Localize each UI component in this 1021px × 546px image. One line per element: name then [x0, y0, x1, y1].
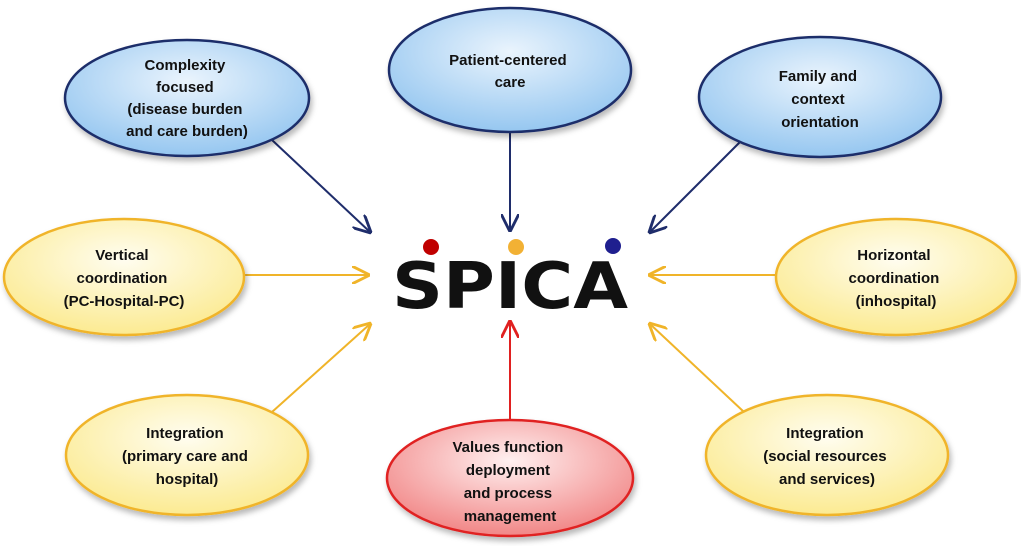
node-complexity-line: (disease burden: [127, 101, 242, 118]
arrow-complexity: [271, 139, 370, 232]
node-vertical-line: (PC-Hospital-PC): [64, 293, 185, 310]
node-family-line: orientation: [781, 114, 859, 131]
node-horizontal-line: coordination: [849, 270, 940, 287]
node-family-bubble: [697, 35, 943, 159]
node-family-line: Family and: [779, 68, 857, 85]
arrows: [244, 130, 776, 422]
node-integration-primary-line: Integration: [146, 425, 224, 442]
node-vertical-bubble: [2, 217, 246, 337]
node-integration-primary-line: hospital): [156, 471, 219, 488]
svg-text:Values function deployme: Values function deployment and process m…: [452, 439, 567, 525]
node-patient-line: Patient-centered: [449, 52, 567, 69]
node-complexity-line: Complexity: [144, 57, 226, 74]
svg-text:Integration (social reso: Integration (social resources and servic…: [763, 425, 891, 488]
node-integration-primary-bubble: [64, 393, 310, 517]
node-values: Values function deployment and process m…: [385, 418, 635, 538]
node-vertical-line: coordination: [77, 270, 168, 287]
svg-text:Complexity focused: Complexity focused (disease burden and c…: [126, 57, 248, 140]
center-title: SPICA: [392, 250, 629, 324]
node-integration-primary: Integration (primary care and hospital): [64, 393, 310, 517]
node-family-line: context: [791, 91, 844, 108]
node-values-line: management: [464, 508, 557, 525]
node-horizontal: Horizontal coordination (inhospital): [774, 217, 1018, 337]
svg-text:Horizontal coordination: Horizontal coordination (inhospital): [849, 247, 944, 310]
node-values-line: Values function: [452, 439, 563, 456]
node-patient: Patient-centered care: [387, 6, 633, 134]
node-values-bubble: [385, 418, 635, 538]
svg-text:Vertical coordination: Vertical coordination (PC-Hospital-PC): [64, 247, 185, 310]
red-dot-icon: [423, 239, 439, 255]
node-family: Family and context orientation: [697, 35, 943, 159]
node-horizontal-bubble: [774, 217, 1018, 337]
navy-dot-icon: [605, 238, 621, 254]
node-complexity-bubble: [63, 38, 311, 158]
node-complexity-line: and care burden): [126, 123, 248, 140]
node-complexity: Complexity focused (disease burden and c…: [63, 38, 311, 158]
node-integration-social: Integration (social resources and servic…: [704, 393, 950, 517]
node-horizontal-line: (inhospital): [856, 293, 937, 310]
node-integration-social-line: Integration: [786, 425, 864, 442]
arrow-family: [650, 139, 743, 232]
node-horizontal-line: Horizontal: [857, 247, 930, 264]
node-integration-primary-line: (primary care and: [122, 448, 248, 465]
node-integration-social-bubble: [704, 393, 950, 517]
node-values-line: deployment: [466, 462, 550, 479]
arrow-integration-primary: [271, 324, 370, 413]
node-patient-line: care: [495, 74, 526, 91]
center-logo: SPICA: [392, 238, 629, 324]
arrow-integration-social: [650, 324, 745, 413]
node-values-line: and process: [464, 485, 552, 502]
node-complexity-line: focused: [156, 79, 214, 96]
yellow-dot-icon: [508, 239, 524, 255]
node-patient-bubble: [387, 6, 633, 134]
node-vertical-line: Vertical: [95, 247, 148, 264]
svg-text:Patient-centered care: Patient-centered care: [449, 52, 571, 91]
node-integration-social-line: (social resources: [763, 448, 886, 465]
svg-text:Integration (primary car: Integration (primary care and hospital): [122, 425, 252, 488]
svg-text:Family and context: Family and context orientation: [779, 68, 862, 131]
node-integration-social-line: and services): [779, 471, 875, 488]
node-vertical: Vertical coordination (PC-Hospital-PC): [2, 217, 246, 337]
